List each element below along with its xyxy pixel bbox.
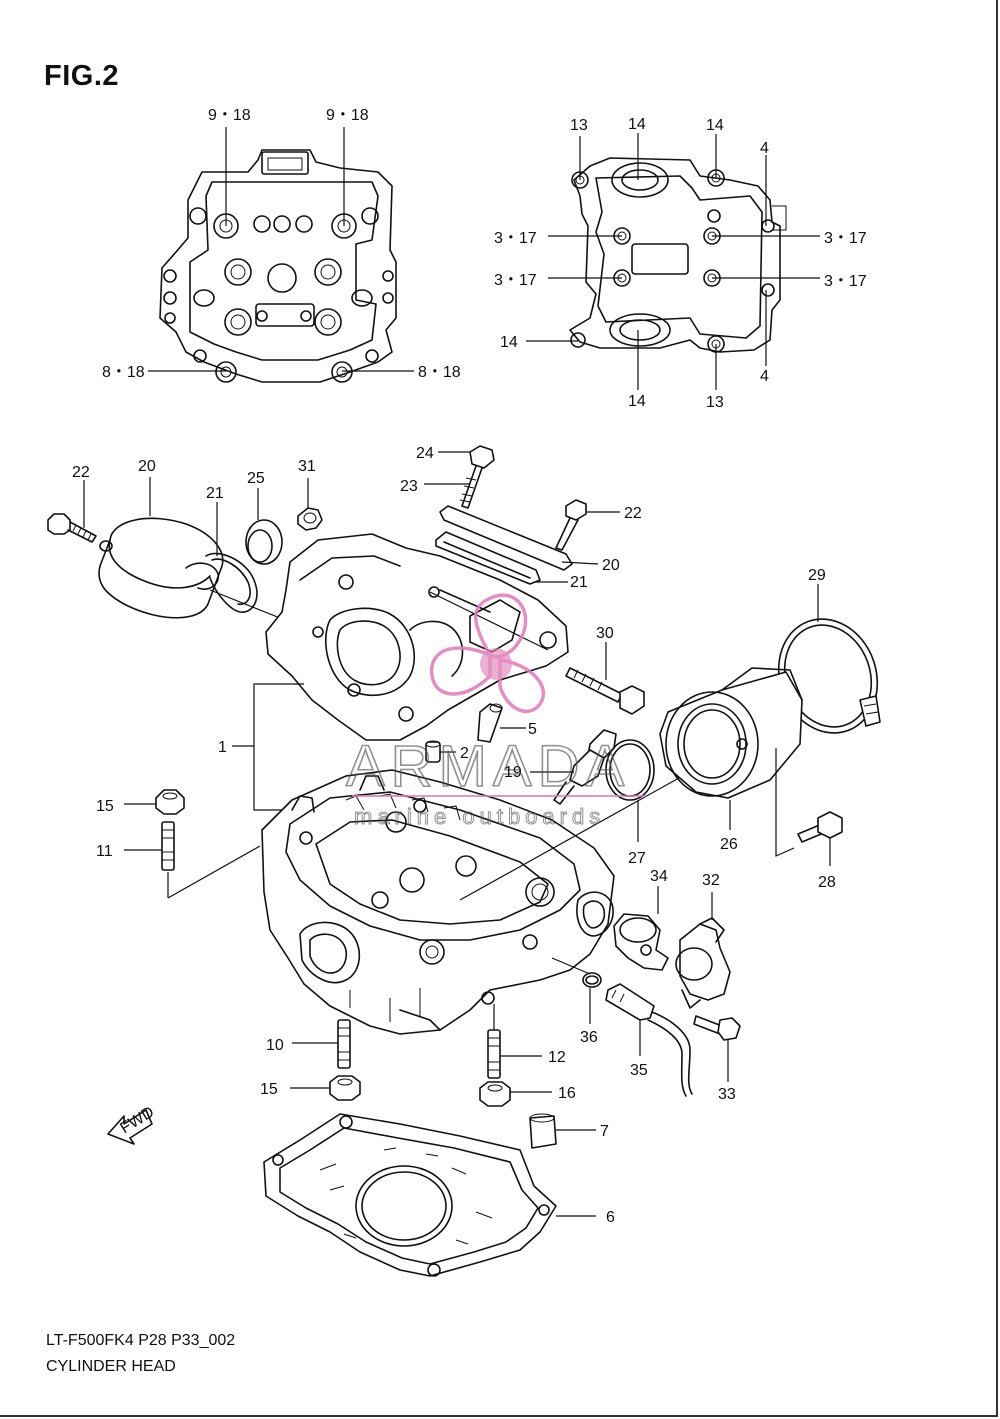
guide-30 [429, 591, 549, 651]
bolt-22-right-illustration [555, 499, 620, 551]
dowel-5-illustration [477, 703, 526, 743]
nut-15-bottom-illustration [290, 1075, 361, 1101]
callout-3-17-lower-left: 3・17 [494, 272, 537, 289]
callout-14-bottom: 14 [628, 393, 646, 410]
intake-pipe-26-illustration [659, 667, 803, 857]
figure-title: FIG.2 [44, 60, 120, 92]
cylinder-head-gasket-6-illustration [263, 1113, 596, 1277]
stud-10-illustration [292, 1019, 351, 1069]
cap-20-right-illustration [439, 505, 599, 571]
callout-11: 11 [96, 843, 113, 860]
pin-2-illustration [425, 740, 456, 763]
callout-22-right: 22 [624, 505, 642, 522]
model-code: LT-F500FK4 P28 P33_002 [46, 1332, 236, 1349]
callout-20-left: 20 [138, 458, 156, 475]
o-ring-36-illustration [582, 972, 602, 1024]
watermark-brand: ARMADA [346, 734, 630, 799]
callout-29: 29 [808, 567, 826, 584]
callout-3-17-upper-right: 3・17 [824, 230, 867, 247]
callout-34: 34 [650, 868, 668, 885]
callout-labels: 9・18 9・18 8・18 8・18 13 14 14 4 3・17 3・17… [72, 107, 867, 1226]
stud-12-illustration [487, 1004, 542, 1079]
callout-7: 7 [600, 1123, 609, 1140]
cap-20-left-illustration [98, 477, 224, 619]
callout-4-top: 4 [760, 140, 769, 157]
callout-10: 10 [266, 1037, 284, 1054]
head-cover-top-view-illustration [526, 133, 820, 390]
bracket-1-illustration [232, 683, 304, 811]
callout-32: 32 [702, 872, 720, 889]
callout-9-18-left: 9・18 [208, 107, 251, 124]
callout-13-top: 13 [570, 117, 588, 134]
bolt-24-illustration [438, 445, 495, 469]
callout-8-18-left: 8・18 [102, 364, 145, 381]
callout-12: 12 [548, 1049, 566, 1066]
callout-25: 25 [247, 470, 265, 487]
gasket-21-right-illustration [435, 531, 568, 585]
bolt-28-illustration [797, 811, 843, 866]
figure-caption: CYLINDER HEAD [46, 1358, 176, 1375]
nut-15-top-illustration [124, 789, 185, 815]
bolt-33-illustration [693, 1015, 741, 1082]
plug-25-illustration [245, 488, 283, 565]
callout-35: 35 [630, 1062, 648, 1079]
callout-4-bottom: 4 [760, 368, 769, 385]
callout-23: 23 [400, 478, 418, 495]
callout-2: 2 [460, 745, 469, 762]
callout-1: 1 [218, 739, 227, 756]
thermostat-cover-32-illustration [675, 892, 731, 1009]
callout-5: 5 [528, 721, 537, 738]
head-top-view-illustration [148, 127, 414, 383]
callout-27: 27 [628, 850, 646, 867]
callout-9-18-right: 9・18 [326, 107, 369, 124]
callout-6: 6 [606, 1209, 615, 1226]
stud-23-illustration [424, 465, 483, 509]
dowel-7-illustration [529, 1113, 596, 1149]
callout-21-left: 21 [206, 485, 224, 502]
callout-31: 31 [298, 458, 316, 475]
callout-15-bottom: 15 [260, 1081, 278, 1098]
armada-logo-icon [429, 593, 546, 714]
temperature-sensor-35-illustration [605, 983, 693, 1097]
washer-31-illustration [297, 478, 323, 531]
bolt-30-illustration [565, 642, 645, 715]
callout-19: 19 [504, 764, 522, 781]
callout-26: 26 [720, 836, 738, 853]
callout-14-left: 14 [500, 334, 518, 351]
bolt-22-left-illustration [47, 480, 97, 543]
fwd-arrow-icon: FWD [107, 1104, 157, 1145]
callout-28: 28 [818, 874, 836, 891]
callout-24: 24 [416, 445, 434, 462]
callout-3-17-upper-left: 3・17 [494, 230, 537, 247]
callout-8-18-right: 8・18 [418, 364, 461, 381]
callout-36: 36 [580, 1029, 598, 1046]
callout-20-right: 20 [602, 557, 620, 574]
armada-watermark: ARMADA marine outboards [345, 593, 646, 830]
cam-housing-upper-illustration [265, 533, 569, 741]
watermark-tagline: marine outboards [354, 804, 605, 829]
spark-plug-19-illustration [530, 729, 617, 805]
callout-16: 16 [558, 1085, 576, 1102]
callout-21-right: 21 [570, 574, 588, 591]
nut-16-illustration [479, 1081, 552, 1107]
callout-14-top-a: 14 [628, 116, 646, 133]
guide-36 [551, 957, 591, 975]
cylinder-head-lower-illustration [261, 769, 615, 1035]
thermostat-34-illustration [613, 886, 669, 971]
callout-22-left: 22 [72, 464, 90, 481]
callout-33: 33 [718, 1086, 736, 1103]
stud-11-illustration [124, 821, 175, 871]
callout-15-top: 15 [96, 798, 114, 815]
callout-13-bottom: 13 [706, 394, 724, 411]
callout-30: 30 [596, 625, 614, 642]
callout-14-top-b: 14 [706, 117, 724, 134]
guide-11-diag [167, 845, 261, 899]
callout-3-17-lower-right: 3・17 [824, 273, 867, 290]
